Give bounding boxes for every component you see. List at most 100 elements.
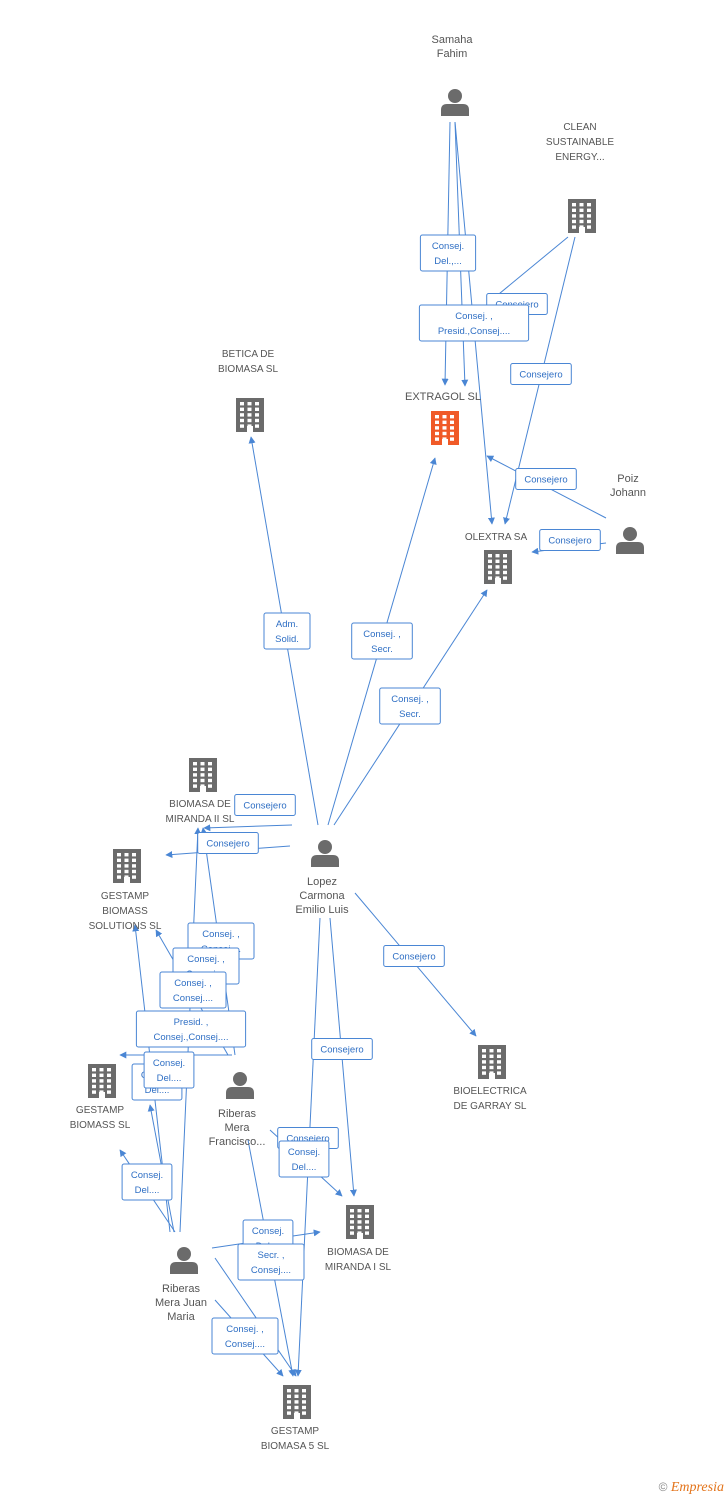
edge-label[interactable]: Consej.Del.... xyxy=(143,1051,195,1089)
building-window xyxy=(132,858,136,862)
edge-label-box xyxy=(197,832,259,854)
building-door xyxy=(99,1092,105,1098)
edge-label[interactable]: Consej. ,Consej.... xyxy=(211,1317,279,1355)
building-icon xyxy=(88,1064,116,1098)
building-window xyxy=(132,853,136,857)
building-window xyxy=(247,402,252,406)
building-window xyxy=(294,1405,299,1410)
edge-label[interactable]: Adm.Solid. xyxy=(263,612,311,650)
edge-label-text: Consej. , xyxy=(391,694,429,705)
edge-label[interactable]: Consejero xyxy=(383,945,445,967)
edge-label-box xyxy=(234,794,296,816)
edge-label-box xyxy=(121,1163,173,1201)
building-window xyxy=(107,1068,111,1072)
person-body xyxy=(441,104,469,116)
edge-label[interactable]: Consejero xyxy=(539,529,601,551)
building-icon xyxy=(484,550,512,584)
building-window xyxy=(200,773,205,777)
node-extragol[interactable]: EXTRAGOL SL xyxy=(405,391,481,445)
building-window xyxy=(193,773,197,777)
building-window xyxy=(99,1079,104,1083)
building-window xyxy=(357,1209,362,1213)
person-body xyxy=(170,1262,198,1274)
building-window xyxy=(572,219,576,224)
building-window xyxy=(193,767,197,771)
building-window xyxy=(193,762,197,766)
edge-label-box xyxy=(515,468,577,490)
edge-label-text: Consej. xyxy=(288,1147,320,1158)
node-label-line: Carmona xyxy=(299,890,345,902)
edge-label[interactable]: Consejero xyxy=(197,832,259,854)
building-window xyxy=(208,767,212,771)
building-window xyxy=(350,1214,354,1218)
building-window xyxy=(572,203,576,207)
building-window xyxy=(200,778,205,783)
node-label-line: Mera Juan xyxy=(155,1297,207,1309)
node-label-line: EXTRAGOL SL xyxy=(405,391,481,403)
edge-label[interactable]: Consej. ,Secr. xyxy=(351,622,413,660)
edge-label[interactable]: Consej.Del.,... xyxy=(419,234,477,272)
edge-label-text: Solid. xyxy=(275,634,299,645)
person-head xyxy=(623,527,637,541)
edge-label[interactable]: Secr. ,Consej.... xyxy=(237,1243,305,1281)
building-window xyxy=(255,413,259,417)
edge-label-text: Del.,... xyxy=(434,256,461,267)
edge-label[interactable]: Consej.Del.... xyxy=(121,1163,173,1201)
building-window xyxy=(365,1214,369,1218)
edge-label-text: Consejero xyxy=(524,475,567,486)
node-label-line: BIOELECTRICA xyxy=(453,1086,527,1097)
building-window xyxy=(495,570,500,575)
edge-label[interactable]: Consej. ,Secr. xyxy=(379,687,441,725)
edge-label-box xyxy=(510,363,572,385)
building-window xyxy=(107,1090,111,1094)
edge-label[interactable]: Consej. ,Presid.,Consej.... xyxy=(418,304,530,342)
building-window xyxy=(287,1411,291,1415)
building-window xyxy=(302,1389,306,1393)
edge-label-box xyxy=(418,304,530,342)
edge-label-text: Consej. xyxy=(131,1170,163,1181)
node-label-line: OLEXTRA SA xyxy=(465,532,528,543)
node-riberas_f[interactable]: RiberasMeraFrancisco... xyxy=(209,1072,266,1148)
building-window xyxy=(92,1090,96,1094)
node-label-line: CLEAN xyxy=(563,122,596,133)
building-window xyxy=(488,559,492,563)
building-window xyxy=(99,1068,104,1072)
edge-riberas_j-to-biomasa1 xyxy=(214,1257,297,1377)
building-window xyxy=(482,1060,486,1064)
node-clean[interactable]: CLEANSUSTAINABLEENERGY... xyxy=(546,122,614,233)
edge-label[interactable]: Consejero xyxy=(234,794,296,816)
edge-label[interactable]: Consej. ,Consej.... xyxy=(159,971,227,1009)
building-window xyxy=(240,413,244,417)
building-icon xyxy=(568,199,596,233)
edge-label-box xyxy=(159,971,227,1009)
edge-label[interactable]: Consej.Del.... xyxy=(278,1140,330,1178)
edge-label[interactable]: Presid. ,Consej.,Consej.... xyxy=(135,1010,247,1048)
node-label-line: MIRANDA II SL xyxy=(166,814,235,825)
edge-label-box xyxy=(211,1317,279,1355)
building-window xyxy=(208,762,212,766)
edge-label[interactable]: Consejero xyxy=(510,363,572,385)
edge-lopez-to-biomasa2 xyxy=(203,824,293,832)
building-door xyxy=(124,877,130,883)
building-window xyxy=(497,1071,501,1075)
building-window xyxy=(435,415,439,419)
person-icon xyxy=(441,89,469,116)
edge-label[interactable]: Consejero xyxy=(515,468,577,490)
node-olextra[interactable]: OLEXTRA SA xyxy=(465,532,528,584)
person-icon xyxy=(170,1247,198,1274)
edge-label[interactable]: Consejero xyxy=(311,1038,373,1060)
footer-credit[interactable]: © Empresia xyxy=(659,1480,724,1496)
edge-clean-to-extragol xyxy=(487,236,569,304)
building-icon xyxy=(346,1205,374,1239)
